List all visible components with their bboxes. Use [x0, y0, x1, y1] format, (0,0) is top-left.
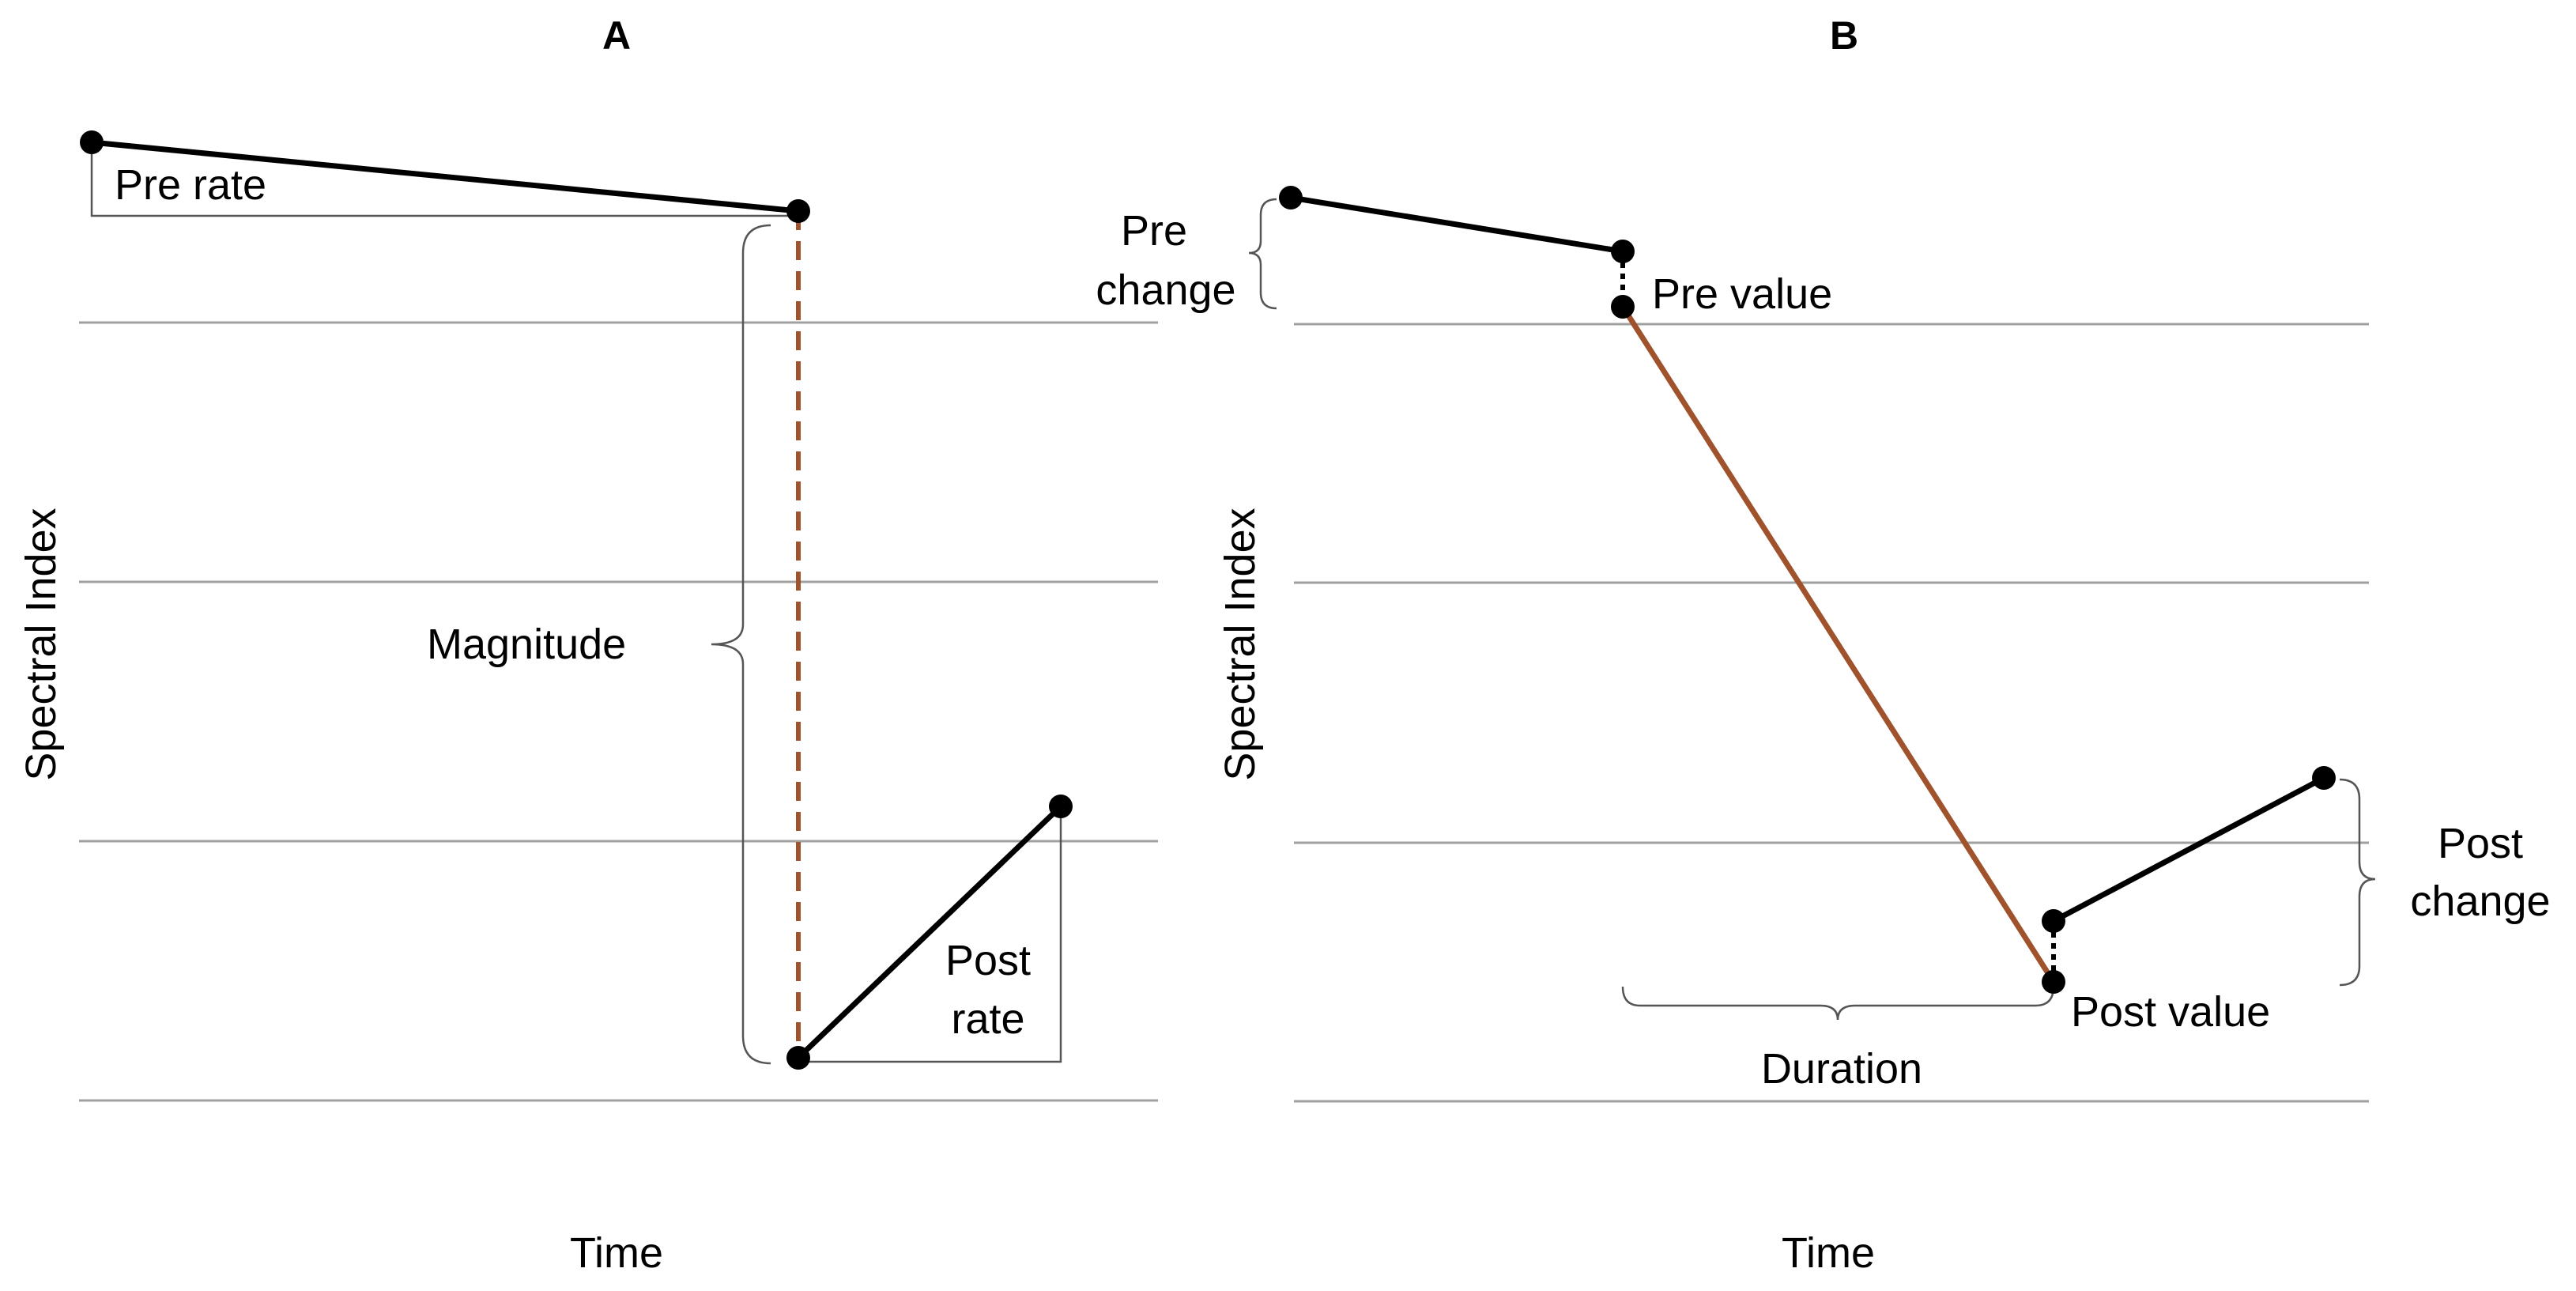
panel-b-post-segment — [2052, 775, 2325, 924]
panel-a-point — [1049, 795, 1073, 818]
panel-a-magnitude-bracket — [711, 224, 771, 1065]
panel-b-point — [2042, 909, 2065, 933]
panel-a-post-rate-label-line1: Post — [945, 937, 1031, 984]
panel-b-pre-change-bracket — [1248, 198, 1277, 310]
panel-b-point — [1611, 240, 1635, 263]
panel-a-post-rate-triangle — [798, 806, 1062, 1063]
panel-b-point — [2312, 766, 2336, 790]
panel-a-pre-rate-label: Pre rate — [115, 161, 266, 209]
panel-b-post-change-label-line2: change — [2410, 878, 2550, 925]
panel-b: B Pre change Pre value Post value Durati… — [1096, 13, 2550, 1277]
panel-b-letter: B — [1830, 13, 1858, 58]
panel-b-duration-bracket — [1621, 986, 2055, 1021]
panel-a-post-segment — [796, 804, 1063, 1060]
panel-a-letter: A — [602, 13, 631, 58]
panel-b-duration-label: Duration — [1761, 1045, 1922, 1093]
panel-b-pre-segment — [1290, 194, 1624, 255]
panel-a-point — [80, 130, 104, 154]
panel-a-point — [786, 1046, 810, 1070]
panel-b-change-segment — [1620, 305, 2056, 983]
panel-b-post-change-bracket — [2339, 778, 2376, 987]
panel-a-post-rate-label-line2: rate — [951, 995, 1024, 1043]
panel-b-point — [2042, 970, 2065, 994]
panel-b-post-value-label: Post value — [2071, 988, 2270, 1036]
panel-a: A Pre rate Magnitude Post rate Spectral … — [17, 13, 1158, 1277]
panel-b-y-axis-label: Spectral Index — [1216, 508, 1264, 780]
panel-b-post-change-label-line1: Post — [2438, 820, 2523, 867]
panel-b-x-axis-label: Time — [1782, 1229, 1875, 1277]
panel-a-point — [786, 199, 810, 223]
panel-a-magnitude-label: Magnitude — [427, 621, 626, 668]
panel-b-point — [1279, 186, 1303, 210]
panel-a-y-axis-label: Spectral Index — [17, 508, 65, 780]
panel-b-pre-value-label: Pre value — [1652, 270, 1832, 318]
panel-a-pre-segment — [91, 139, 799, 214]
panel-a-x-axis-label: Time — [570, 1229, 663, 1277]
panel-b-point — [1611, 295, 1635, 319]
panel-b-pre-change-label-line2: change — [1096, 266, 1235, 314]
panel-b-pre-change-label-line1: Pre — [1121, 207, 1187, 255]
panel-a-pre-rate-triangle — [90, 142, 798, 217]
